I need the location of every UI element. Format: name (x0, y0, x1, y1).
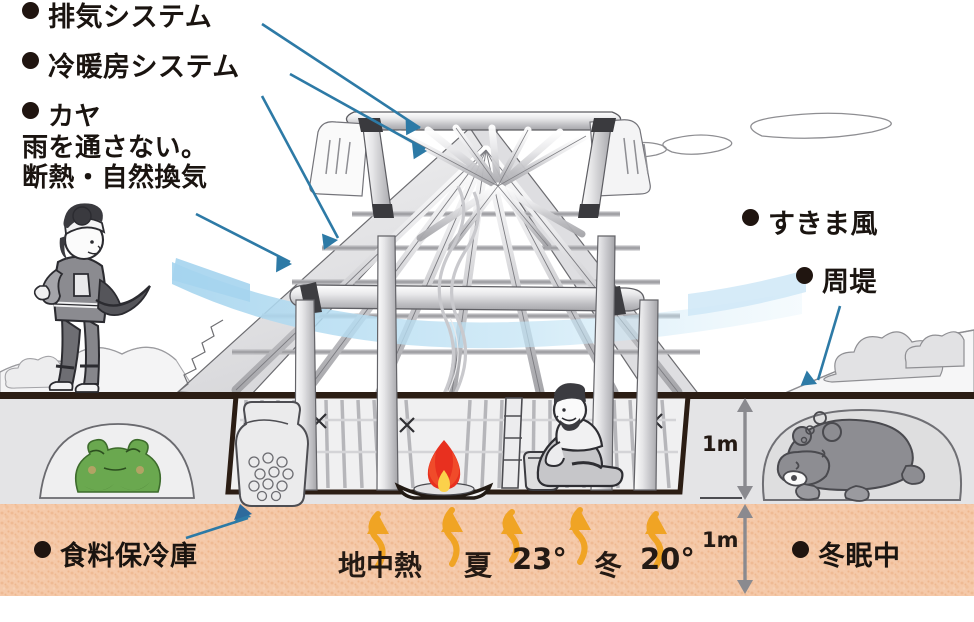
geothermal-winter-temp: 20° (640, 542, 695, 576)
bullet-icon (742, 209, 759, 226)
geothermal-layer (0, 504, 974, 596)
arrow-leader-icon (185, 22, 842, 540)
label-food-cold-storage: 食料保冷庫 (34, 541, 198, 573)
label-kaya-line2: 雨を通さない。 (22, 132, 208, 163)
geothermal-winter-season: 冬 (594, 549, 623, 582)
bullet-icon (792, 541, 809, 558)
label-embankment: 周堤 (796, 267, 877, 299)
storage-jar-icon (234, 401, 310, 507)
label-kaya-thatch: カヤ 雨を通さない。 断熱・自然換気 (22, 102, 208, 194)
jomon-villager-icon (536, 383, 624, 488)
jomon-hunter-icon (33, 203, 151, 393)
wavy-heat-arrow-icon (368, 507, 664, 569)
bullet-icon (796, 267, 813, 284)
label-kaya-line3: 断熱・自然換気 (22, 163, 208, 194)
label-hvac-system-text: 冷暖房システム (48, 52, 240, 83)
tie-beam (289, 284, 645, 312)
bullet-icon (22, 52, 39, 69)
hearth (394, 482, 494, 500)
hibernating-bear-icon (776, 411, 926, 502)
dimension-label-lower: 1m (702, 528, 739, 552)
label-exhaust-system-text: 排気システム (48, 2, 213, 33)
geothermal-label: 地中熱 (338, 549, 423, 582)
hearth-fire-icon (427, 440, 461, 492)
label-embankment-text: 周堤 (822, 267, 877, 298)
arrow-head (235, 118, 817, 521)
label-hibernating: 冬眠中 (792, 541, 901, 573)
dimension-label-upper: 1m (702, 432, 739, 456)
label-kaya-title: カヤ (48, 102, 102, 132)
label-hibernating-text: 冬眠中 (818, 541, 901, 572)
sleeping-frog-icon (74, 438, 162, 493)
embankment-mound (823, 331, 965, 383)
label-draft-wind-text: すきま風 (768, 209, 878, 240)
label-draft-wind: すきま風 (742, 209, 878, 241)
label-exhaust-system: 排気システム (22, 2, 212, 34)
geothermal-summer-temp: 23° (512, 542, 567, 576)
bullet-icon (22, 102, 39, 119)
label-hvac-system: 冷暖房システム (22, 52, 240, 84)
thatch-strokes (325, 137, 649, 175)
bullet-icon (34, 541, 51, 558)
bullet-icon (22, 2, 39, 19)
geothermal-summer-season: 夏 (464, 549, 493, 582)
ladder-icon (501, 397, 523, 489)
label-food-cold-storage-text: 食料保冷庫 (60, 541, 198, 572)
